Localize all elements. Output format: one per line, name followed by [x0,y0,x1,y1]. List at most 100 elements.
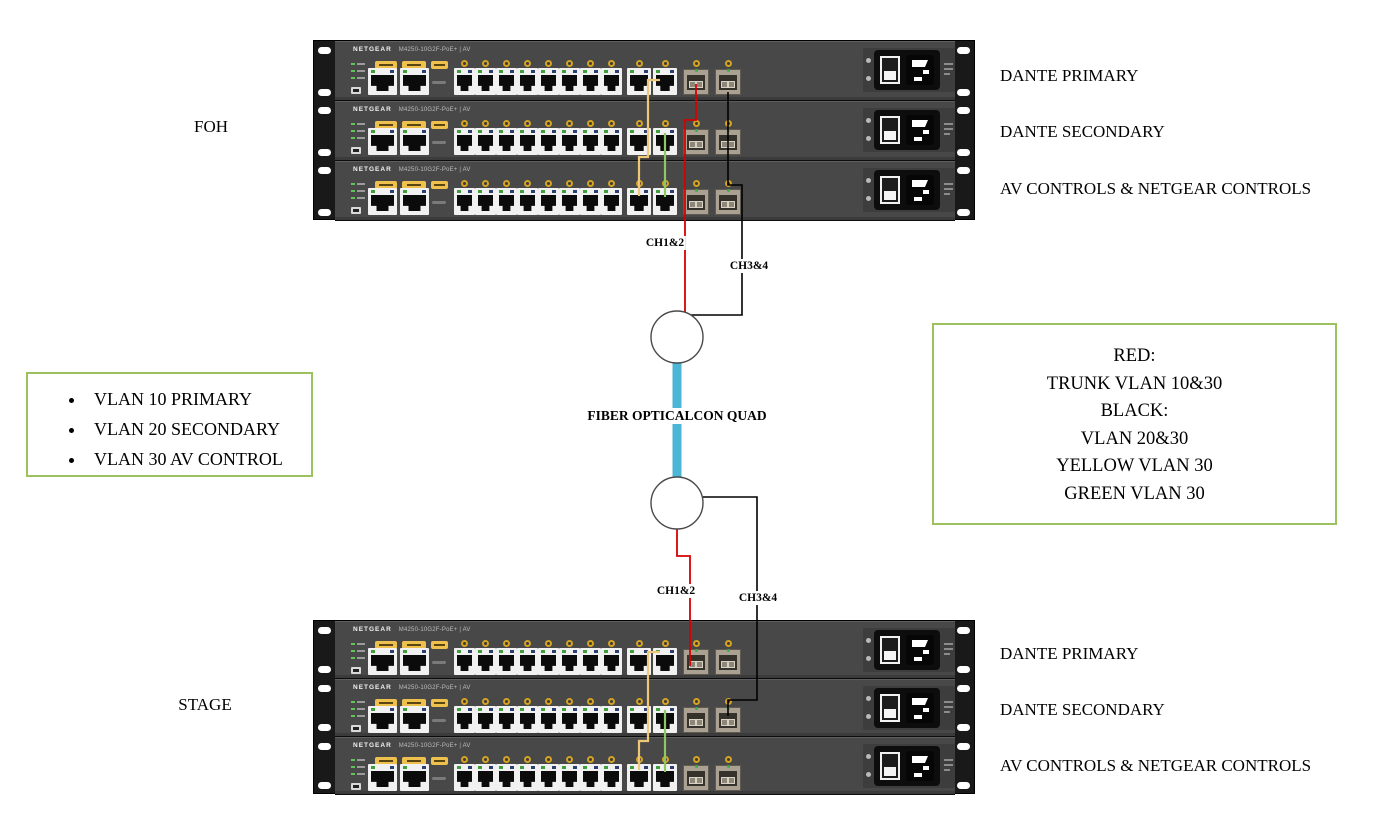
psu-rating-text [944,701,953,716]
mode-button [402,61,426,69]
rj45-port [475,706,496,733]
rj45-port [454,706,475,733]
power-switch [880,752,900,780]
iec-inlet-icon [906,55,934,85]
status-led [351,773,365,775]
rack-mount-hole [957,149,970,156]
legend-line: BLACK: [1100,401,1169,421]
rack-mount-hole [318,685,331,692]
port-led-ring-icon [545,640,552,647]
rj45-port [496,188,517,215]
rack-mount-hole [318,107,331,114]
status-led [351,190,365,192]
status-led [351,766,365,768]
port-led-ring-icon [587,60,594,67]
mode-button [431,699,448,707]
port-led-ring-icon [566,120,573,127]
port-led-ring-icon [608,60,615,67]
rj45-port [368,188,397,215]
port-led-ring-icon [545,180,552,187]
sfp-link-led [726,68,730,72]
port-led-ring-icon [524,60,531,67]
opticalcon-node-stage [650,476,704,530]
port-led-ring-icon [692,698,700,705]
rj45-port [580,764,601,791]
mode-button [402,699,426,707]
port-led-ring-icon [482,698,489,705]
cable-color-legend-box: RED: TRUNK VLAN 10&30 BLACK: VLAN 20&30 … [932,323,1337,525]
status-led [351,77,365,79]
port-led-ring-icon [524,180,531,187]
port-led-ring-icon [661,180,669,187]
rack-mount-hole [957,47,970,54]
sfp-link-led [694,648,698,652]
device-icon [351,207,361,214]
sfp-link-led [726,764,730,768]
psu-rating-text [944,183,953,198]
rack-mount-hole [957,89,970,96]
iec-inlet-icon [906,115,934,145]
port-led-ring-icon [566,180,573,187]
stage-label: STAGE [178,695,232,714]
rack-mount-hole [957,209,970,216]
model-text: M4250-10G2F-PoE+ | AV [398,743,471,749]
port-led-ring-icon [587,180,594,187]
mode-button [431,641,448,649]
sfp-link-led [694,68,698,72]
rj45-port [538,128,559,155]
stage-ch12-label: CH1&2 [654,584,698,598]
port-led-ring-icon [724,698,732,705]
port-led-ring-icon [461,756,468,763]
rj45-port [496,128,517,155]
mode-button [375,61,397,69]
power-switch [880,694,900,722]
rj45-port [496,648,517,675]
rj45-port [601,68,622,95]
blank-plate [432,201,446,204]
rj45-port [368,764,397,791]
rack-mount-hole [318,782,331,789]
port-led-ring-icon [587,698,594,705]
port-led-ring-icon [461,640,468,647]
rj45-port [400,68,429,95]
power-inlet-module [863,108,955,152]
status-led [351,650,365,652]
rj45-port [496,764,517,791]
rj45-port [400,188,429,215]
sfp-link-led [726,648,730,652]
rack-mount-hole [957,743,970,750]
blank-plate [432,141,446,144]
port-led-ring-icon [587,756,594,763]
power-inlet-module [863,628,955,672]
port-led-ring-icon [524,756,531,763]
port-led-ring-icon [692,60,700,67]
port-led-ring-icon [608,640,615,647]
rack-mount-hole [957,666,970,673]
rj45-port [475,648,496,675]
rj45-port [559,706,580,733]
foh-label: FOH [193,117,229,136]
power-inlet-module [863,48,955,92]
mode-button [402,757,426,765]
port-led-ring-icon [461,180,468,187]
mode-button [375,121,397,129]
rj45-port [601,648,622,675]
sfp-port [683,765,709,791]
port-led-ring-icon [635,120,643,127]
legend-line: VLAN 20&30 [1080,428,1189,449]
status-led [351,70,365,72]
rj45-port [517,128,538,155]
sfp-port [715,707,741,733]
port-led-ring-icon [635,60,643,67]
stage-ch34-label: CH3&4 [736,591,780,605]
power-switch [880,636,900,664]
foh-ch34-label: CH3&4 [727,259,771,273]
foh-ch12-label: CH1&2 [643,236,687,250]
port-led-ring-icon [724,756,732,763]
vlan-item: VLAN 20 SECONDARY [86,414,311,444]
status-led [351,137,365,139]
port-led-ring-icon [461,698,468,705]
